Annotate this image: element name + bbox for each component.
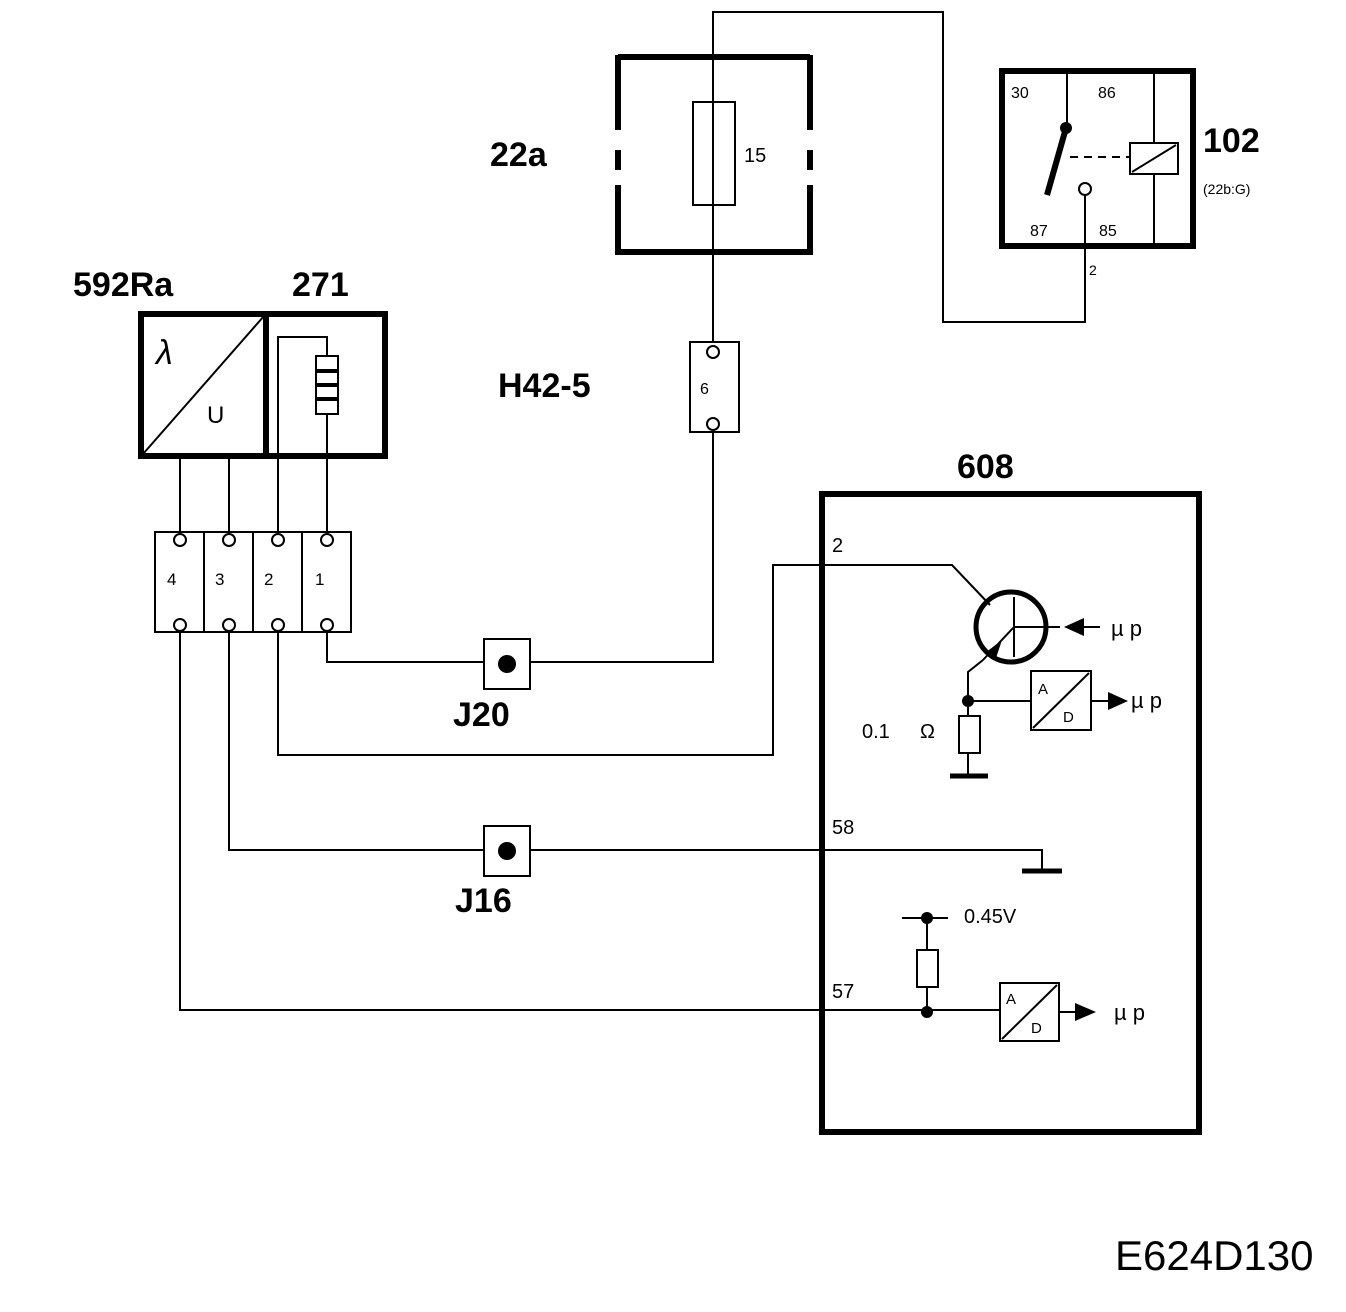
- wire-j20-to-pin1: [326, 631, 484, 663]
- shunt-value: 0.1: [862, 721, 890, 743]
- j16-label: J16: [455, 882, 512, 920]
- h42-pin: 6: [700, 381, 709, 398]
- mp-label-upper: µ p: [1131, 688, 1162, 713]
- connector-pin-3: 3: [215, 570, 224, 589]
- fuse-box-label: 22a: [490, 136, 548, 174]
- reference-voltage: 0.45V: [964, 906, 1017, 928]
- lambda-symbol: λ: [154, 334, 173, 372]
- relay-pin-87: 87: [1030, 223, 1048, 240]
- heater: [263, 311, 388, 459]
- ecu-pin-2: 2: [832, 535, 843, 557]
- relay-pin-85: 85: [1099, 223, 1117, 240]
- connector-pin-2: 2: [264, 570, 273, 589]
- relay-pin-30: 30: [1011, 85, 1029, 102]
- reference-resistor: [916, 949, 939, 988]
- ecu-pin-58: 58: [832, 817, 854, 839]
- relay-pivot: [1060, 122, 1072, 134]
- junction-j16: [483, 825, 531, 877]
- transistor: [967, 589, 1100, 700]
- relay-ref: (22b:G): [1203, 181, 1250, 197]
- relay-wire-pin: 2: [1089, 262, 1097, 278]
- ohm-symbol: Ω: [920, 721, 935, 743]
- j20-label: J20: [453, 696, 510, 734]
- junction-j20: [483, 638, 531, 690]
- ecu-box: [819, 491, 1202, 1135]
- input-node-57: [921, 1006, 933, 1018]
- mp-label-lower: µ p: [1114, 1000, 1145, 1025]
- fuse-number: 15: [744, 145, 766, 167]
- relay-contact: [1078, 182, 1092, 196]
- voltage-symbol: U: [207, 402, 224, 429]
- wire-pin3-to-j16: [228, 631, 484, 851]
- sensor-label: 592Ra: [73, 266, 174, 304]
- mp-output-arrow-lower: [1075, 1003, 1096, 1021]
- diagram-code: E624D130: [1115, 1232, 1314, 1279]
- shunt-resistor: [958, 715, 981, 754]
- adc-upper-a: A: [1038, 681, 1048, 698]
- ecu-pin-57: 57: [832, 981, 854, 1003]
- sensor-connector: [154, 531, 352, 633]
- wire-fuse-to-relay: [712, 11, 1086, 323]
- heater-label: 271: [292, 266, 349, 304]
- relay: [999, 68, 1196, 249]
- wire-j16-to-ground: [530, 849, 1043, 870]
- connector-h42: [689, 341, 740, 433]
- mp-input-arrow: [1064, 618, 1084, 636]
- ecu-label: 608: [957, 448, 1014, 486]
- h42-label: H42-5: [498, 367, 591, 405]
- adc-lower-a: A: [1006, 991, 1016, 1008]
- mp-label-transistor: µ p: [1111, 616, 1142, 641]
- relay-pin-86: 86: [1098, 85, 1116, 102]
- wire-h42-to-j20: [530, 432, 714, 663]
- connector-pin-1: 1: [315, 570, 324, 589]
- fuse-box: [615, 54, 813, 255]
- relay-switch-arm: [1044, 127, 1069, 196]
- wire-pin4-to-ecu: [179, 631, 1000, 1011]
- adc-upper-d: D: [1063, 709, 1074, 726]
- adc-lower-d: D: [1031, 1020, 1042, 1037]
- mp-output-arrow-upper: [1108, 692, 1128, 710]
- relay-label: 102: [1203, 122, 1260, 160]
- connector-pin-4: 4: [167, 570, 176, 589]
- wire-pin2-to-ecu: [277, 564, 991, 756]
